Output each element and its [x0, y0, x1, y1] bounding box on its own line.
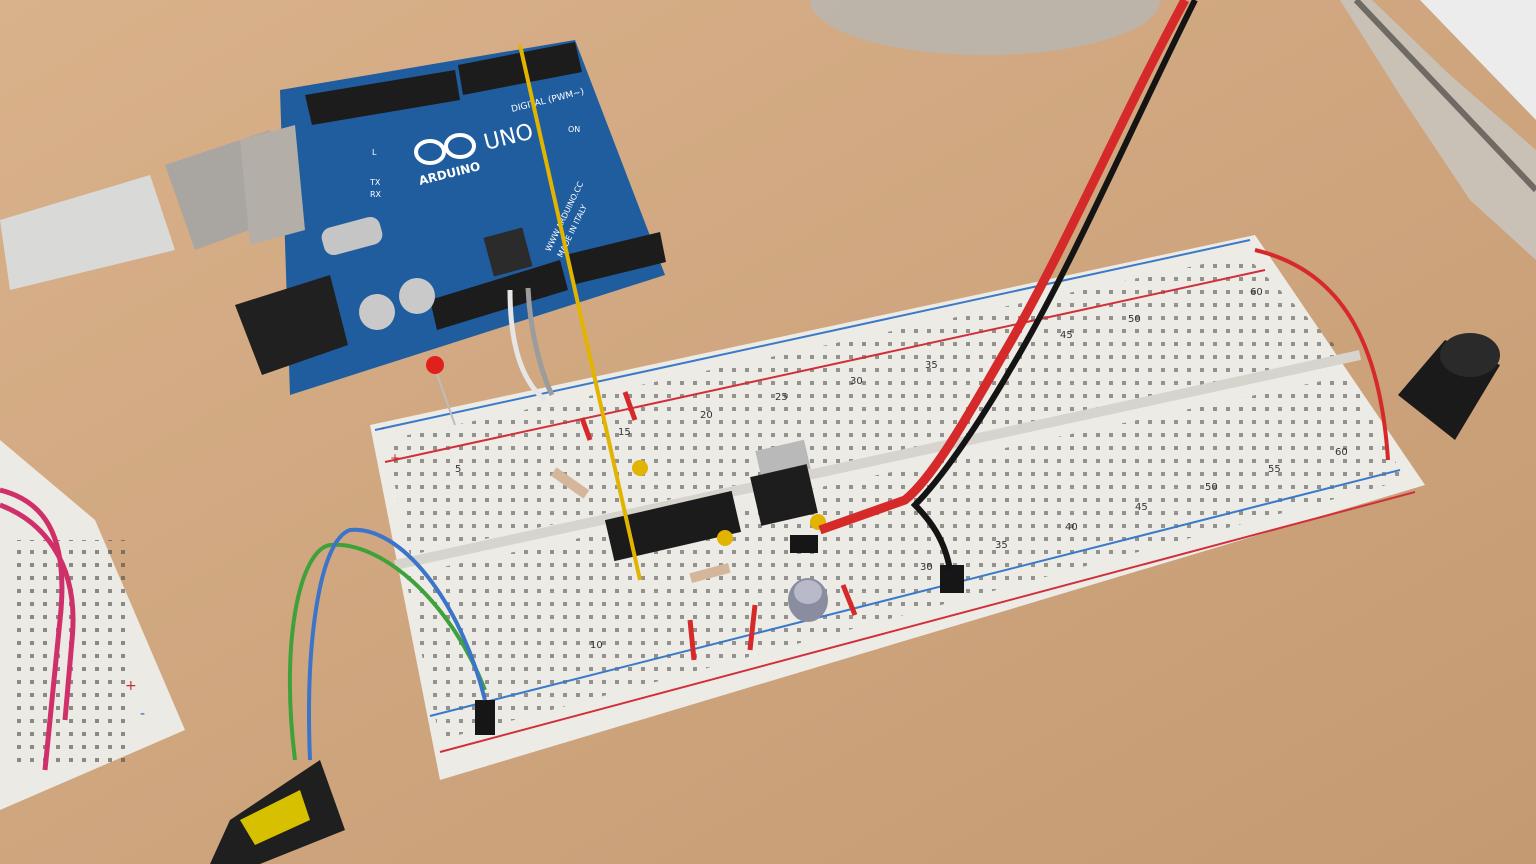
dc-barrel-plug — [210, 760, 345, 864]
rail-plus-sign: + — [390, 451, 400, 465]
resistor — [689, 562, 731, 584]
yellow-jumper-wire — [518, 44, 642, 581]
short-red-jumper — [840, 584, 858, 616]
arduino-logo — [414, 133, 476, 165]
short-red-jumper — [687, 619, 697, 661]
red-jumper-wire-right — [1254, 248, 1390, 461]
left-breadboard-plus-sign: + — [125, 678, 137, 694]
short-red-jumper — [579, 417, 593, 441]
column-number-35: 35 — [925, 360, 938, 371]
bottom-column-number-30: 30 — [920, 562, 933, 573]
main-breadboard: 5 15 20 25 30 35 45 50 60 10 30 35 40 45… — [370, 235, 1425, 780]
ceramic-capacitor — [717, 530, 733, 546]
rail-minus-sign: - — [380, 421, 384, 435]
bottom-column-number-10: 10 — [590, 640, 603, 651]
center-channel — [393, 350, 1362, 570]
red-power-wire — [818, 0, 1189, 535]
column-number-5: 5 — [455, 464, 461, 475]
paper-sheet — [1420, 0, 1536, 120]
bottom-column-number-35: 35 — [995, 540, 1008, 551]
column-number-60: 60 — [1250, 287, 1263, 298]
bottom-column-number-45: 45 — [1135, 502, 1148, 513]
bottom-column-number-40: 40 — [1065, 522, 1078, 533]
short-red-jumper — [622, 391, 638, 421]
arduino-uno-board: ARDUINO UNO DIGITAL (PWM~) WWW.ARDUINO.C… — [235, 40, 666, 395]
column-number-50: 50 — [1128, 314, 1141, 325]
wire-connector — [940, 565, 964, 593]
dip-16-chip — [604, 490, 742, 562]
arduino-rx-label: RX — [370, 190, 382, 199]
bottom-rail-red-line — [439, 491, 1416, 753]
left-breadboard-minus-sign: - — [140, 706, 145, 722]
to-220-regulator — [750, 439, 818, 526]
column-number-30: 30 — [850, 376, 863, 387]
electrolytic-capacitor — [788, 578, 828, 622]
arduino-l-label: L — [372, 148, 377, 157]
column-number-15: 15 — [618, 427, 631, 438]
left-breadboard: + - — [0, 440, 185, 810]
column-number-25: 25 — [775, 392, 788, 403]
column-number-45: 45 — [1060, 330, 1073, 341]
grey-jumper-wire — [525, 287, 555, 397]
large-electrolytic-capacitor — [1398, 333, 1500, 440]
resistor — [550, 467, 590, 499]
arduino-tx-label: TX — [369, 178, 381, 187]
bottom-column-number-60: 60 — [1335, 447, 1348, 458]
screwdriver — [1340, 0, 1536, 260]
white-jumper-wire — [507, 289, 547, 402]
black-power-wire — [910, 0, 1198, 571]
ceramic-capacitor — [632, 460, 648, 476]
glass-bowl — [810, 0, 1160, 55]
wire-connector — [475, 700, 495, 735]
green-signal-wire — [287, 542, 487, 761]
red-led — [426, 356, 456, 426]
bottom-rail-blue-line — [429, 469, 1401, 717]
bottom-column-number-55: 55 — [1268, 464, 1281, 475]
column-number-20: 20 — [700, 410, 713, 421]
blue-signal-wire — [307, 527, 487, 761]
top-rail-blue-line — [374, 239, 1251, 431]
bottom-column-number-50: 50 — [1205, 482, 1218, 493]
wire-connector — [790, 535, 818, 553]
arduino-on-label: ON — [568, 125, 580, 134]
short-red-jumper — [747, 604, 758, 651]
top-rail-red-line — [384, 269, 1266, 463]
